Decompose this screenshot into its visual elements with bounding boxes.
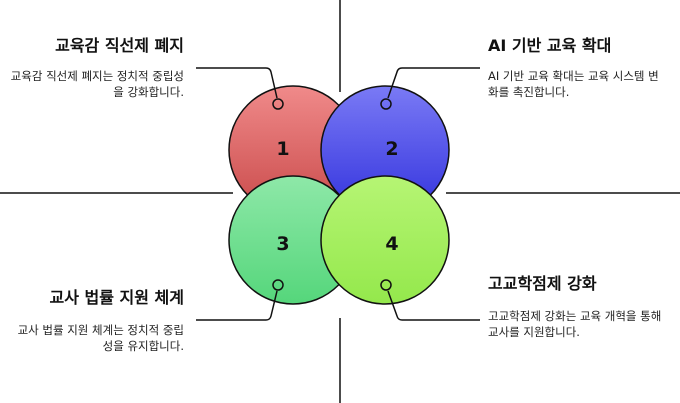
number-3: 3 <box>276 233 289 255</box>
connector-dot-4 <box>380 279 392 291</box>
item-2-description: AI 기반 교육 확대는 교육 시스템 변화를 촉진합니다. <box>488 69 659 99</box>
connector-4 <box>387 290 480 321</box>
item-3-description: 교사 법률 지원 체계는 정치적 중립성을 유지합니다. <box>17 323 184 353</box>
connector-3 <box>196 290 278 321</box>
number-4: 4 <box>385 233 398 255</box>
connector-2 <box>387 67 480 99</box>
item-1-block: 교육감 직선제 폐지 교육감 직선제 폐지는 정치적 중립성을 강화합니다. <box>10 36 184 100</box>
connector-1 <box>196 67 278 99</box>
item-3-block: 교사 법률 지원 체계 교사 법률 지원 체계는 정치적 중립성을 유지합니다. <box>10 288 184 354</box>
item-4-title: 고교학점제 강화 <box>488 274 597 293</box>
connector-dot-2 <box>380 98 392 110</box>
circle-4 <box>320 175 450 305</box>
connector-dot-1 <box>272 98 284 110</box>
item-1-title: 교육감 직선제 폐지 <box>55 36 184 55</box>
item-4-description: 고교학점제 강화는 교육 개혁을 통해 교사를 지원합니다. <box>488 309 662 339</box>
number-1: 1 <box>276 138 289 160</box>
item-4-block: 고교학점제 강화 고교학점제 강화는 교육 개혁을 통해 교사를 지원합니다. <box>488 274 664 340</box>
number-2: 2 <box>385 138 398 160</box>
item-1-description: 교육감 직선제 폐지는 정치적 중립성을 강화합니다. <box>10 69 184 99</box>
connector-dot-3 <box>272 279 284 291</box>
item-2-title: AI 기반 교육 확대 <box>488 36 612 55</box>
item-3-title: 교사 법률 지원 체계 <box>49 288 184 307</box>
item-2-block: AI 기반 교육 확대 AI 기반 교육 확대는 교육 시스템 변화를 촉진합니… <box>488 36 664 100</box>
